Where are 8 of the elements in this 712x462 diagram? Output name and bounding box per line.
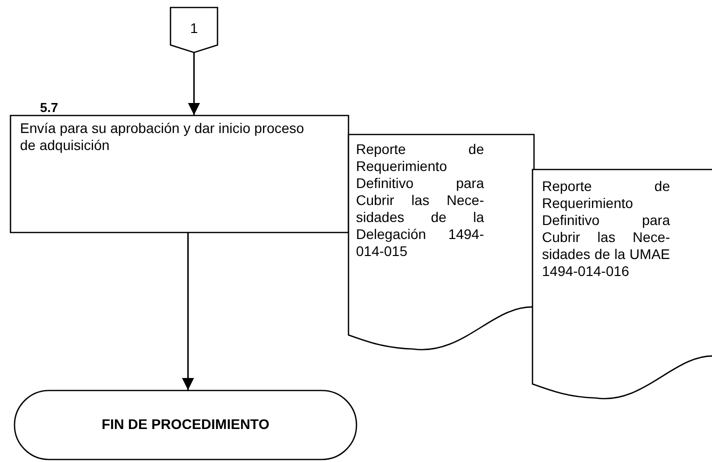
node-text: Reporte de Requerimiento Definitivo para Cubrir las Nece-sidades de la UMAE 1494-014-016 bbox=[542, 178, 670, 280]
connector-number: 1 bbox=[189, 20, 199, 37]
step-number: 5.7 bbox=[40, 100, 58, 115]
node-text: Envía para su aprobación y dar inicio proceso de adquisición bbox=[20, 120, 306, 154]
arrow bbox=[188, 53, 200, 115]
arrow bbox=[182, 233, 194, 390]
terminator-label: FIN DE PROCEDIMIENTO bbox=[100, 416, 270, 433]
node-text: Reporte de Requerimiento Definitivo para Cubrir las Nece-sidades de la Delegación 1494-014-015 bbox=[356, 141, 484, 260]
